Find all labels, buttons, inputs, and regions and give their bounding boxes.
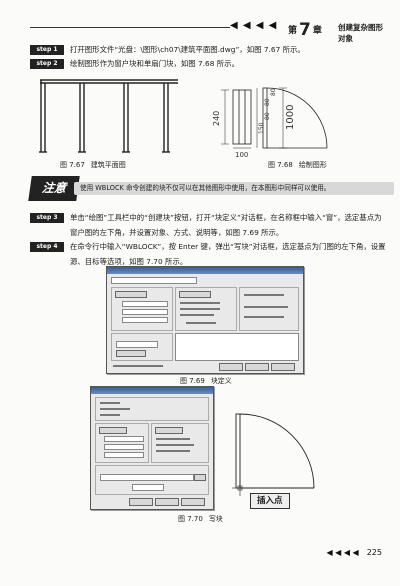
settings-group — [111, 333, 173, 361]
delete-option[interactable] — [180, 314, 214, 316]
block-name-field[interactable] — [111, 277, 197, 284]
retain-option[interactable] — [180, 302, 220, 304]
scale-uniformly-option[interactable] — [244, 306, 288, 308]
insert-units-select[interactable] — [132, 484, 164, 491]
ok-button[interactable] — [219, 363, 243, 371]
cancel-button[interactable] — [245, 363, 269, 371]
dim-100: 100 — [235, 151, 248, 159]
base-x-field[interactable] — [122, 301, 168, 307]
dim-1000: 1000 — [285, 105, 296, 130]
ok-button-2[interactable] — [129, 498, 153, 506]
note-box: 注意 使用 WBLOCK 命令创建的块不仅可以在其他图形中使用，在本图形中同样可… — [28, 176, 394, 201]
base-y-field-2[interactable] — [104, 444, 144, 450]
base-point-group — [111, 287, 173, 331]
description-field[interactable] — [175, 333, 299, 361]
pick-point-button-2[interactable] — [99, 427, 127, 434]
base-y-field[interactable] — [122, 309, 168, 315]
hyperlink-button[interactable] — [116, 350, 146, 357]
figure-7-67-caption: 图 7.67 建筑平面图 — [60, 160, 126, 170]
retain-option-2[interactable] — [156, 438, 190, 440]
help-button[interactable] — [271, 363, 295, 371]
note-text: 使用 WBLOCK 命令创建的块不仅可以在其他图形中使用，在本图形中同样可以使用… — [74, 182, 394, 195]
dialog-titlebar-2 — [91, 387, 213, 394]
select-objects-button-2[interactable] — [155, 427, 183, 434]
block-drawings-figure: 240 1000 150 80 80 80 100 — [212, 87, 328, 159]
dim-80-c: 80 — [270, 88, 277, 96]
browse-button[interactable] — [194, 474, 206, 481]
dim-150: 150 — [258, 122, 265, 134]
source-entire-drawing-option[interactable] — [100, 408, 130, 410]
source-objects-option[interactable] — [100, 414, 120, 416]
header-rule — [30, 27, 230, 28]
note-badge: 注意 — [28, 176, 80, 201]
chapter-prefix: 第 — [288, 26, 298, 36]
base-x-field-2[interactable] — [104, 436, 144, 442]
objects-group — [175, 287, 237, 331]
convert-option-2[interactable] — [156, 444, 194, 446]
source-group — [95, 397, 209, 421]
delete-option-2[interactable] — [156, 450, 190, 452]
insertion-point-tag: 插入点 — [250, 493, 290, 509]
chapter-suffix: 章 — [312, 26, 322, 36]
page-footer: ◀ ◀ ◀ ◀ 225 — [318, 548, 382, 558]
help-button-2[interactable] — [181, 498, 205, 506]
step-1-text: 打开图形文件“光盘：\图形\ch07\建筑平面图.dwg”，如图 7.67 所示… — [70, 45, 305, 54]
pick-point-button[interactable] — [115, 291, 147, 298]
figure-7-68-caption: 图 7.68 绘制图形 — [268, 160, 327, 170]
chapter-number: 7 — [299, 20, 311, 40]
step-2-badge: step 2 — [30, 59, 64, 69]
behavior-group — [239, 287, 299, 331]
figure-7-70-number: 图 7.70 — [178, 515, 203, 523]
write-block-dialog — [90, 386, 214, 510]
dim-80-a: 80 — [264, 112, 271, 120]
step-3-text: 单击“绘图”工具栏中的“创建块”按钮，打开“块定义”对话框，在名称框中输入“窗”… — [70, 213, 382, 237]
figure-7-70-caption: 图 7.70 写块 — [178, 514, 223, 524]
source-block-option[interactable] — [100, 402, 120, 404]
select-objects-button[interactable] — [179, 291, 211, 298]
dim-240: 240 — [212, 111, 221, 126]
objects-count-label — [186, 322, 216, 324]
figure-7-68-number: 图 7.68 — [268, 161, 293, 169]
figure-7-70-title: 写块 — [208, 515, 223, 523]
footer-arrows: ◀ ◀ ◀ ◀ — [326, 548, 359, 557]
figure-7-69-number: 图 7.69 — [180, 377, 205, 385]
step-3-badge: step 3 — [30, 213, 64, 223]
annotative-option[interactable] — [244, 294, 284, 296]
dialog-titlebar — [107, 267, 303, 274]
door-block-figure — [232, 413, 315, 496]
convert-option[interactable] — [180, 308, 220, 310]
objects-group-2 — [151, 423, 209, 463]
cancel-button-2[interactable] — [155, 498, 179, 506]
file-name-path-field[interactable] — [100, 474, 194, 481]
figure-7-67-title: 建筑平面图 — [90, 161, 126, 169]
figure-7-68-title: 绘制图形 — [298, 161, 327, 169]
block-unit-select[interactable] — [116, 341, 158, 348]
page-number: 225 — [366, 548, 382, 557]
chapter-title: 创建复杂图形对象 — [338, 23, 383, 43]
step-2-text: 绘制图形作为窗户块和单扇门块，如图 7.68 所示。 — [70, 59, 239, 68]
open-in-editor-checkbox[interactable] — [113, 365, 163, 367]
step-1-badge: step 1 — [30, 45, 64, 55]
base-z-field[interactable] — [122, 317, 168, 323]
base-point-group-2 — [95, 423, 149, 463]
dim-80-b: 80 — [264, 98, 271, 106]
allow-exploding-option[interactable] — [244, 316, 284, 318]
step-4-badge: step 4 — [30, 242, 64, 252]
floor-plan-figure — [39, 79, 178, 153]
figure-7-69-caption: 图 7.69 块定义 — [180, 376, 232, 386]
figure-7-67-number: 图 7.67 — [60, 161, 85, 169]
header-arrows: ◀ ◀ ◀ ◀ — [230, 20, 278, 31]
base-z-field-2[interactable] — [104, 452, 144, 458]
step-4-text: 在命令行中输入“WBLOCK”，按 Enter 键，弹出“写块”对话框，选定基点… — [70, 242, 386, 266]
block-definition-dialog — [106, 266, 304, 374]
figure-7-69-title: 块定义 — [210, 377, 232, 385]
destination-group — [95, 465, 209, 495]
